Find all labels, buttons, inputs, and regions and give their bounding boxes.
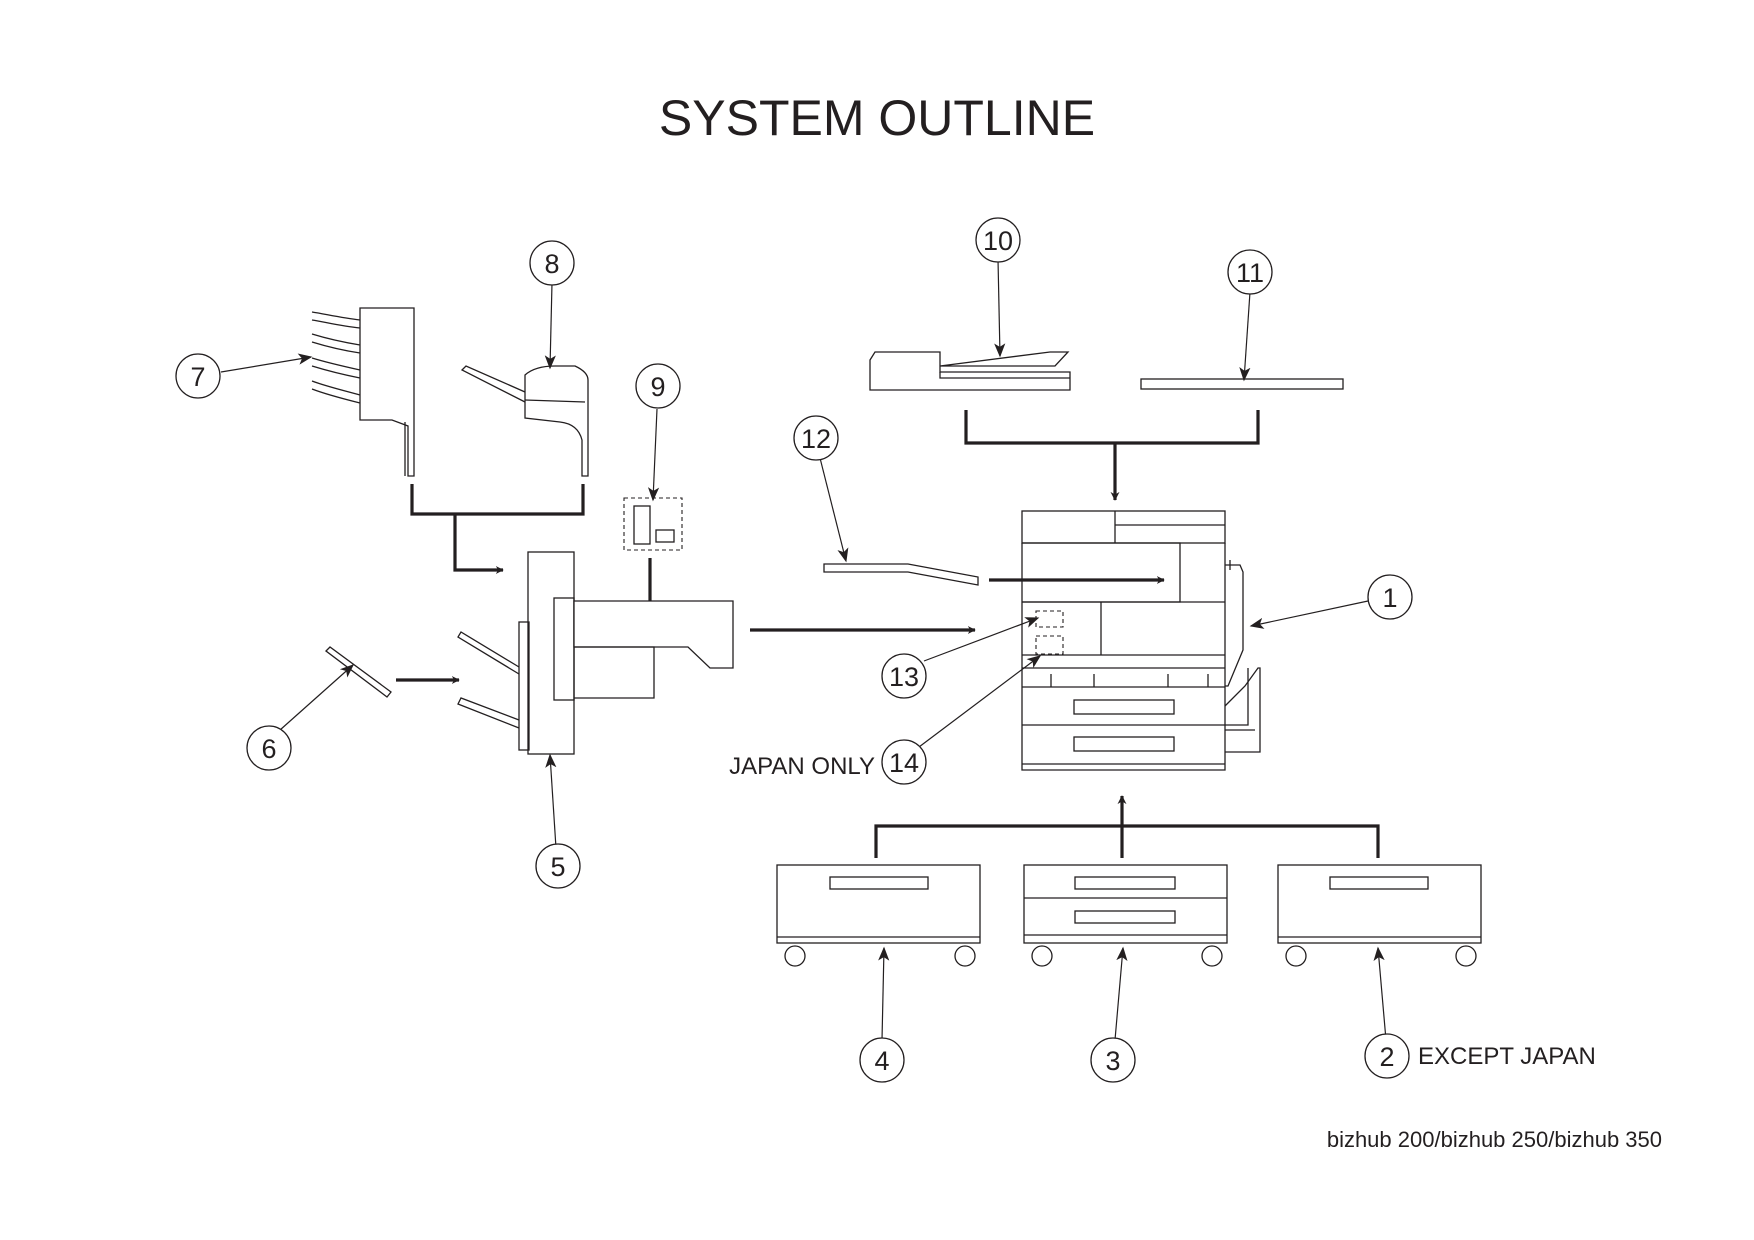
callout-10-label: 10 [983, 226, 1013, 256]
page-title: SYSTEM OUTLINE [659, 90, 1095, 146]
paper-feed-bracket [874, 795, 1380, 858]
main-body-copier [1021, 510, 1261, 771]
callout-8-label: 8 [544, 249, 559, 279]
callout-12-label: 12 [801, 424, 831, 454]
japan-only-note: JAPAN ONLY [729, 753, 875, 780]
callout-10: 10 [975, 217, 1021, 263]
callout-14: 14 [881, 739, 927, 785]
leader-lines [220, 258, 1387, 1041]
callout-13: 13 [881, 653, 927, 699]
callout-6-label: 6 [261, 734, 276, 764]
callout-14-label: 14 [889, 748, 919, 778]
manual-bypass-tray [823, 563, 1165, 586]
callout-7: 7 [175, 353, 221, 399]
callout-2-label: 2 [1379, 1042, 1394, 1072]
callout-9: 9 [635, 363, 681, 409]
callout-9-label: 9 [650, 372, 665, 402]
output-tray-unit [325, 646, 460, 698]
callout-2: 2 [1364, 1033, 1410, 1079]
finisher-main-unit [457, 551, 734, 755]
model-footer: bizhub 200/bizhub 250/bizhub 350 [1327, 1127, 1662, 1152]
scanner-option-bracket [964, 410, 1260, 501]
stapler-finisher-unit [460, 365, 589, 477]
paper-feed-cabinet-center [1023, 864, 1228, 967]
callout-3: 3 [1090, 1037, 1136, 1083]
callout-13-label: 13 [889, 662, 919, 692]
callout-1: 1 [1367, 574, 1413, 620]
paper-feed-cabinet-right [1277, 864, 1482, 967]
callout-4: 4 [859, 1037, 905, 1083]
auto-document-feeder [869, 351, 1071, 391]
callout-1-label: 1 [1382, 583, 1397, 613]
callout-5-label: 5 [550, 852, 565, 882]
callout-7-label: 7 [190, 362, 205, 392]
internal-kit-dashed [623, 497, 683, 615]
callout-3-label: 3 [1105, 1046, 1120, 1076]
callout-11: 11 [1227, 249, 1273, 295]
except-japan-note: EXCEPT JAPAN [1418, 1043, 1596, 1070]
callout-5: 5 [535, 843, 581, 889]
callout-4-label: 4 [874, 1046, 889, 1076]
callout-11-label: 11 [1236, 258, 1264, 288]
finisher-option-bracket [410, 484, 585, 574]
callout-6: 6 [246, 725, 292, 771]
mailbox-bin-unit [311, 307, 415, 477]
callout-8: 8 [529, 240, 575, 286]
callout-12: 12 [793, 415, 839, 461]
paper-feed-cabinet-left [776, 864, 981, 967]
original-cover [1140, 378, 1344, 390]
